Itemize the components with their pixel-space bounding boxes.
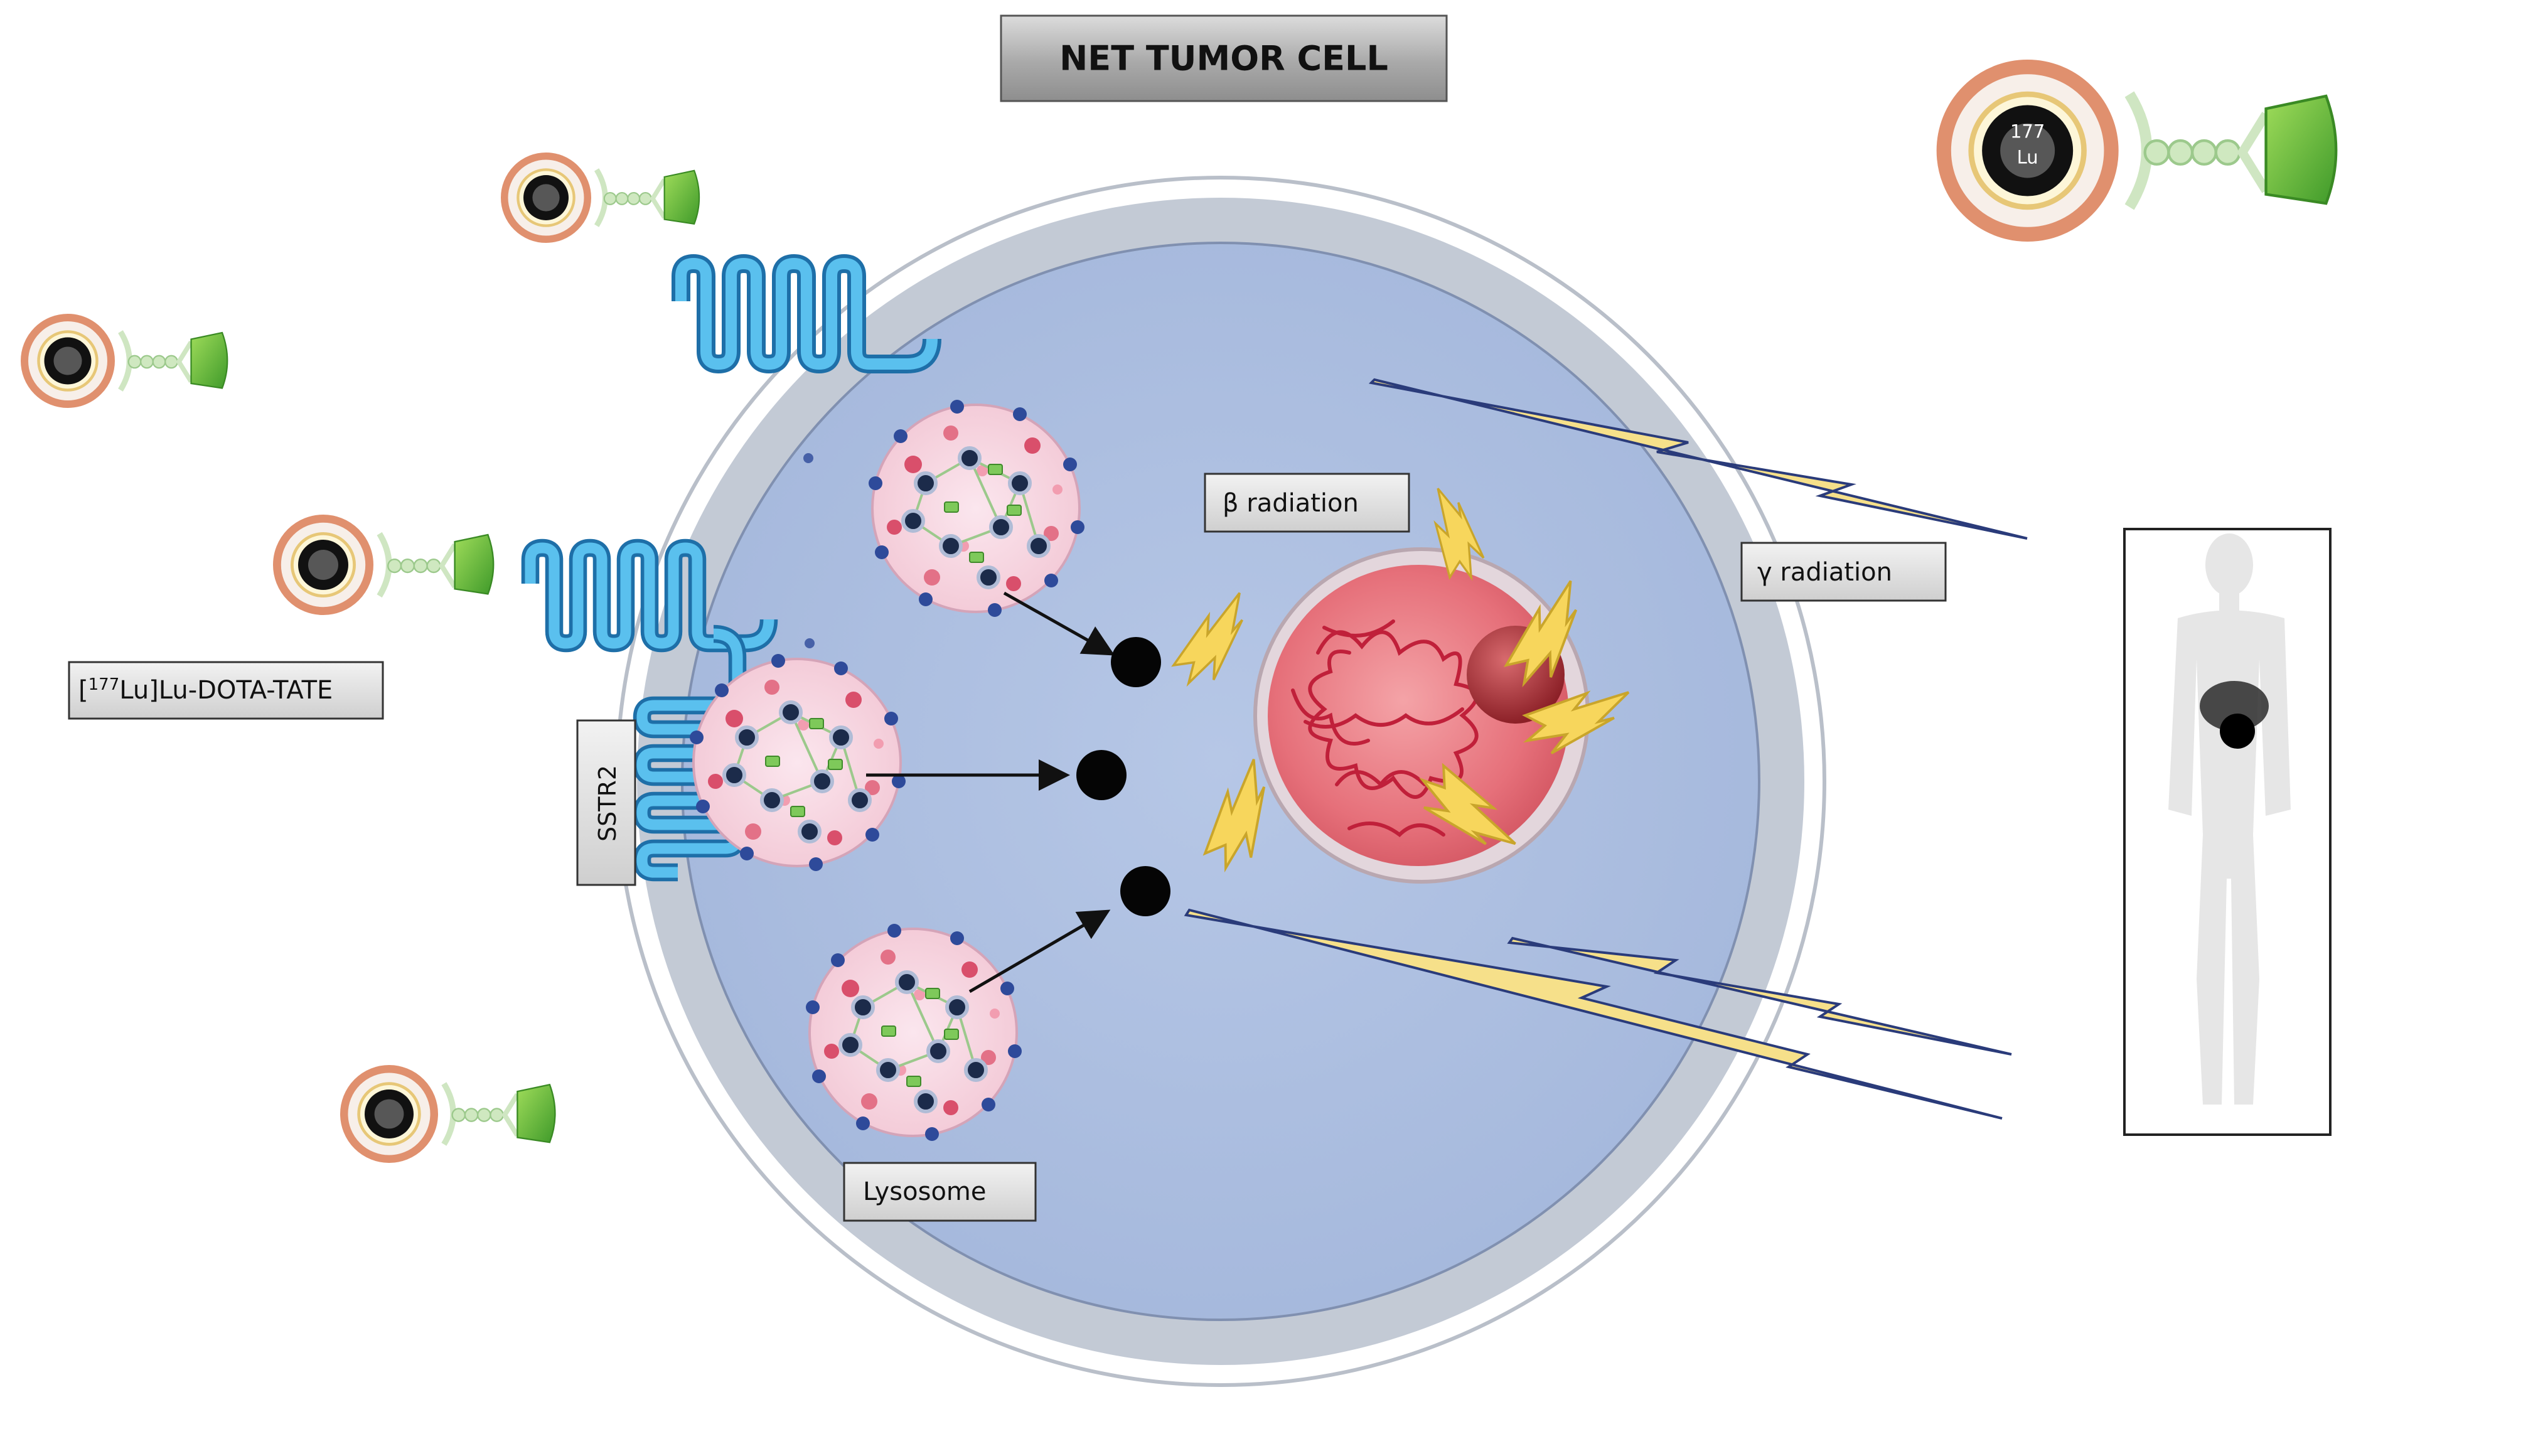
title-box: NET TUMOR CELL (1000, 14, 1448, 102)
release-arrow-1 (1003, 591, 1115, 656)
lysosome-label-box: Lysosome (843, 1162, 1037, 1222)
released-lu177-3 (1120, 866, 1170, 916)
isotope-element-label: Lu (2017, 146, 2038, 168)
dota-tate-molecule-3 (277, 518, 493, 611)
page-title: NET TUMOR CELL (1059, 39, 1388, 78)
isotope-mass-label: 177 (2010, 121, 2045, 142)
compound-label: [177Lu]Lu-DOTA-TATE (78, 675, 333, 705)
dota-tate-molecule-4 (344, 1069, 555, 1159)
beta-radiation-label: β radiation (1223, 489, 1359, 518)
gamma-rays (1184, 378, 2028, 1120)
scan-liver-uptake (2200, 681, 2269, 731)
released-lu177-2 (1076, 750, 1127, 800)
gamma-radiation-label: γ radiation (1757, 558, 1892, 587)
nucleus (1253, 547, 1590, 884)
scan-tumor-hotspot (2220, 714, 2255, 749)
release-arrow-3 (968, 909, 1111, 993)
compound-label-box: [177Lu]Lu-DOTA-TATE (68, 661, 384, 720)
beta-label-box: β radiation (1204, 473, 1410, 533)
lysosome-label: Lysosome (863, 1177, 986, 1206)
released-lu177-1 (1111, 637, 1161, 687)
dna-strands (1291, 619, 1479, 837)
receptor-label: SSTR2 (594, 765, 621, 842)
scintigraphy-scan-image (2123, 528, 2332, 1136)
receptor-label-box: SSTR2 (576, 719, 636, 886)
dota-tate-molecule-2 (24, 318, 227, 404)
dota-tate-molecule-1 (505, 156, 699, 239)
gamma-label-box: γ radiation (1740, 542, 1947, 602)
dota-tate-molecule-large: 177 Lu (1944, 67, 2336, 235)
